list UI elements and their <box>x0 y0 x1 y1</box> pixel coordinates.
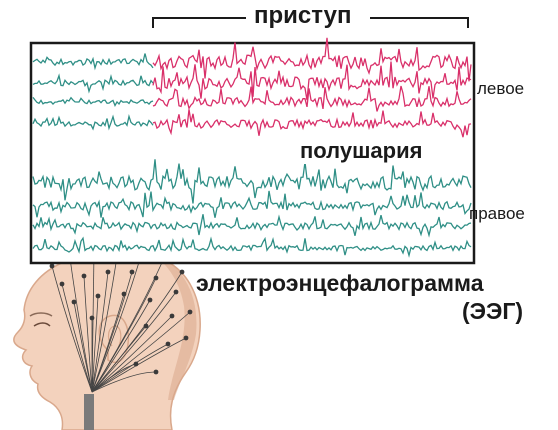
electrode-dot <box>165 341 171 347</box>
eeg-trace-left-2-baseline <box>32 73 154 94</box>
ear-inner <box>107 325 122 349</box>
eeg-trace-right-1 <box>32 159 472 204</box>
seizure-bracket-icon <box>152 17 469 28</box>
electrode-dot <box>89 315 95 321</box>
electrode-wire <box>91 299 151 393</box>
eeg-trace-left-4-seizure <box>152 109 472 138</box>
electrode-dot <box>153 369 159 375</box>
eeg-abbreviation: (ЭЭГ) <box>462 298 524 324</box>
electrode-dot <box>147 297 153 303</box>
seizure-bracket-left <box>152 17 246 28</box>
electrode-dot <box>49 263 55 269</box>
cable-connector <box>84 394 94 430</box>
electrode-wire <box>61 283 93 393</box>
electrode-wire <box>91 277 157 393</box>
electrode-dot <box>105 269 111 275</box>
electrode-dot <box>71 299 77 305</box>
electrode-dot <box>169 313 175 319</box>
eeg-traces <box>32 37 472 258</box>
eeg-trace-right-4 <box>32 236 472 258</box>
electrode-dot <box>183 335 189 341</box>
eyebrow <box>29 312 53 317</box>
eeg-trace-left-1-baseline <box>32 53 154 71</box>
electrode-wire <box>73 301 93 393</box>
electrode-dot <box>143 323 149 329</box>
electrode-dot <box>133 361 139 367</box>
head-shade <box>150 252 197 400</box>
eeg-trace-right-3 <box>32 214 472 238</box>
electrode-wire <box>51 265 93 393</box>
electrode-wire <box>91 291 177 393</box>
right-hemisphere-label: правое <box>469 204 525 223</box>
electrode-wire <box>91 251 143 393</box>
eye <box>33 322 51 327</box>
electrode-dot <box>153 275 159 281</box>
electrode-wire <box>91 363 137 393</box>
electrode-dot <box>179 269 185 275</box>
left-hemisphere-label: левое <box>477 79 525 98</box>
eeg-trace-left-4-baseline <box>32 113 154 131</box>
electrode-wire <box>91 293 125 393</box>
eeg-trace-left-2-seizure <box>152 61 472 101</box>
electrode-dot <box>173 289 179 295</box>
eeg-trace-left-3-seizure <box>152 85 472 112</box>
seizure-label: приступ <box>254 2 352 29</box>
electrode-wire <box>69 257 93 393</box>
electrode-dot <box>59 281 65 287</box>
eeg-title: электроэнцефалограмма <box>196 270 484 296</box>
eeg-trace-left-1-seizure <box>152 37 472 82</box>
electrode-wire <box>91 371 157 393</box>
electrode-wire <box>91 337 187 393</box>
eeg-trace-right-2 <box>32 190 472 218</box>
electrode-dot <box>95 293 101 299</box>
eeg-recording <box>29 37 476 265</box>
electrode-wire <box>91 271 109 393</box>
electrode-dot <box>81 273 87 279</box>
head-with-electrodes-icon <box>13 247 201 430</box>
electrode-dot <box>187 309 193 315</box>
eeg-trace-left-3-baseline <box>32 96 154 108</box>
ear <box>98 314 130 364</box>
electrode-wire <box>83 275 93 393</box>
electrode-dot <box>129 269 135 275</box>
electrode-dot <box>121 291 127 297</box>
electrode-wire <box>91 249 119 393</box>
electrode-wire <box>91 295 99 393</box>
seizure-bracket-right <box>370 17 469 28</box>
electrode-wire <box>91 325 147 393</box>
hemispheres-label: полушария <box>296 138 427 164</box>
electrode-wire <box>91 315 173 393</box>
